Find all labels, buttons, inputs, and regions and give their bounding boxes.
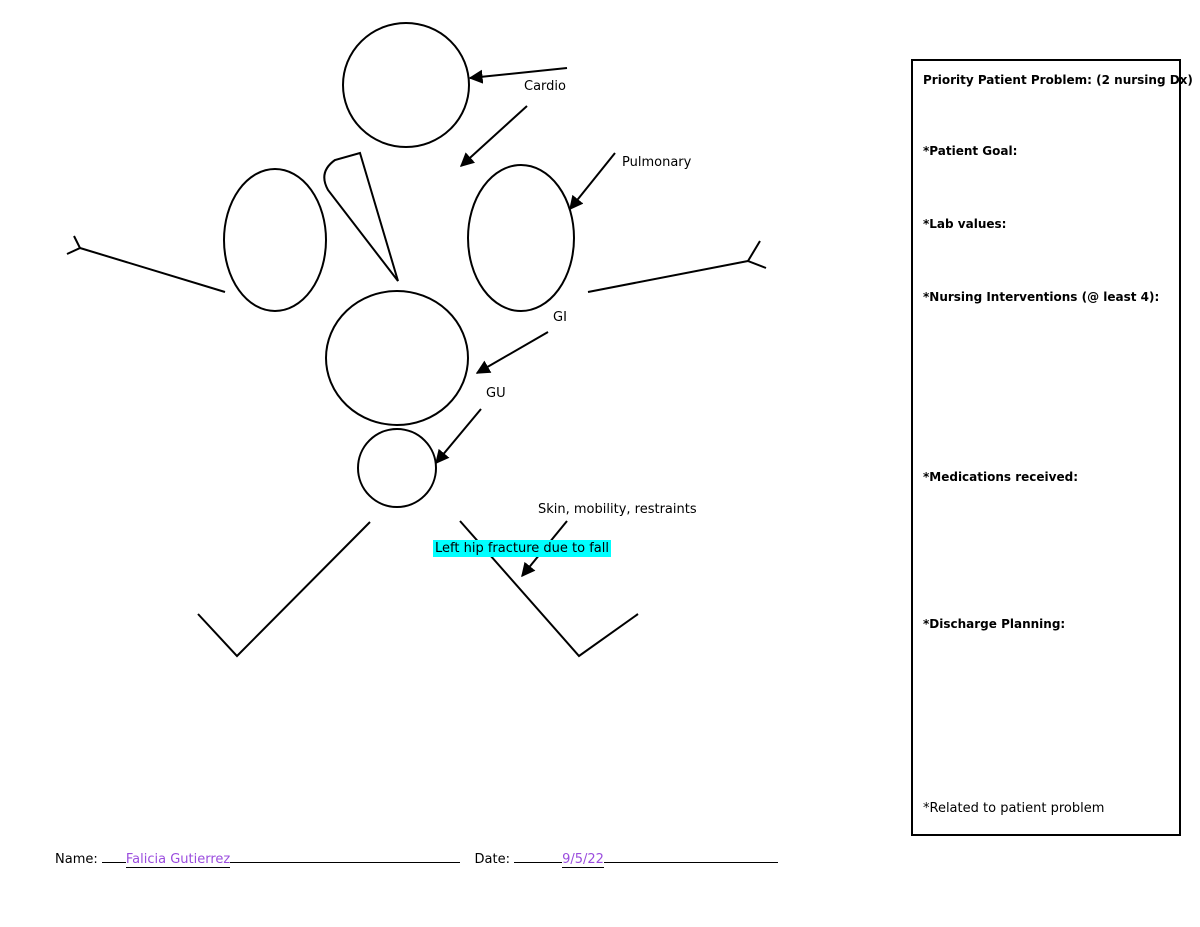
right-hand-line [746, 240, 767, 269]
gi-arrow [475, 331, 549, 374]
skin-label: Skin, mobility, restraints [538, 502, 697, 517]
pulmonary-label: Pulmonary [622, 155, 692, 170]
heart-shape [323, 151, 399, 282]
date-value: 9/5/22 [562, 852, 604, 868]
name-value: Falicia Gutierrez [125, 852, 231, 868]
name-blank-lead [101, 849, 126, 863]
name-blank-tail [230, 849, 461, 863]
patient-goal-label: *Patient Goal: [923, 144, 1018, 158]
lab-values-label: *Lab values: [923, 217, 1007, 231]
body-diagram [66, 22, 767, 658]
nursing-interventions-label: *Nursing Interventions (@ least 4): [923, 290, 1160, 304]
priority-problem-label: Priority Patient Problem: (2 nursing Dx) [923, 73, 1193, 87]
gi-label: GI [553, 310, 567, 325]
bladder-shape [357, 428, 437, 508]
stomach-shape [325, 290, 469, 426]
head-shape [342, 22, 470, 148]
pulmonary-arrow [569, 152, 616, 211]
name-label: Name: [55, 852, 98, 867]
date-blank-lead [514, 849, 563, 863]
right-lung-shape [467, 164, 575, 312]
footer: Name: Falicia Gutierrez Date: 9/5/22 [55, 849, 778, 868]
footnote-label: *Related to patient problem [923, 801, 1105, 816]
cardio-label: Cardio [524, 79, 566, 94]
gu-arrow [435, 408, 482, 465]
left-arm-line [79, 247, 226, 293]
care-plan-box: Priority Patient Problem: (2 nursing Dx)… [911, 59, 1193, 836]
date-label: Date: [474, 852, 510, 867]
left-leg-line [197, 521, 371, 658]
cardio-arrow-head [468, 67, 568, 84]
right-arm-line [587, 260, 749, 293]
right-leg-line [459, 520, 639, 658]
date-blank-tail [603, 849, 778, 863]
diagnosis-label: Left hip fracture due to fall [433, 540, 611, 557]
discharge-planning-label: *Discharge Planning: [923, 617, 1066, 631]
medications-label: *Medications received: [923, 470, 1078, 484]
left-hand-line [66, 235, 82, 255]
cardio-arrow-heart [459, 105, 528, 167]
left-lung-shape [223, 168, 327, 312]
gu-label: GU [486, 386, 506, 401]
